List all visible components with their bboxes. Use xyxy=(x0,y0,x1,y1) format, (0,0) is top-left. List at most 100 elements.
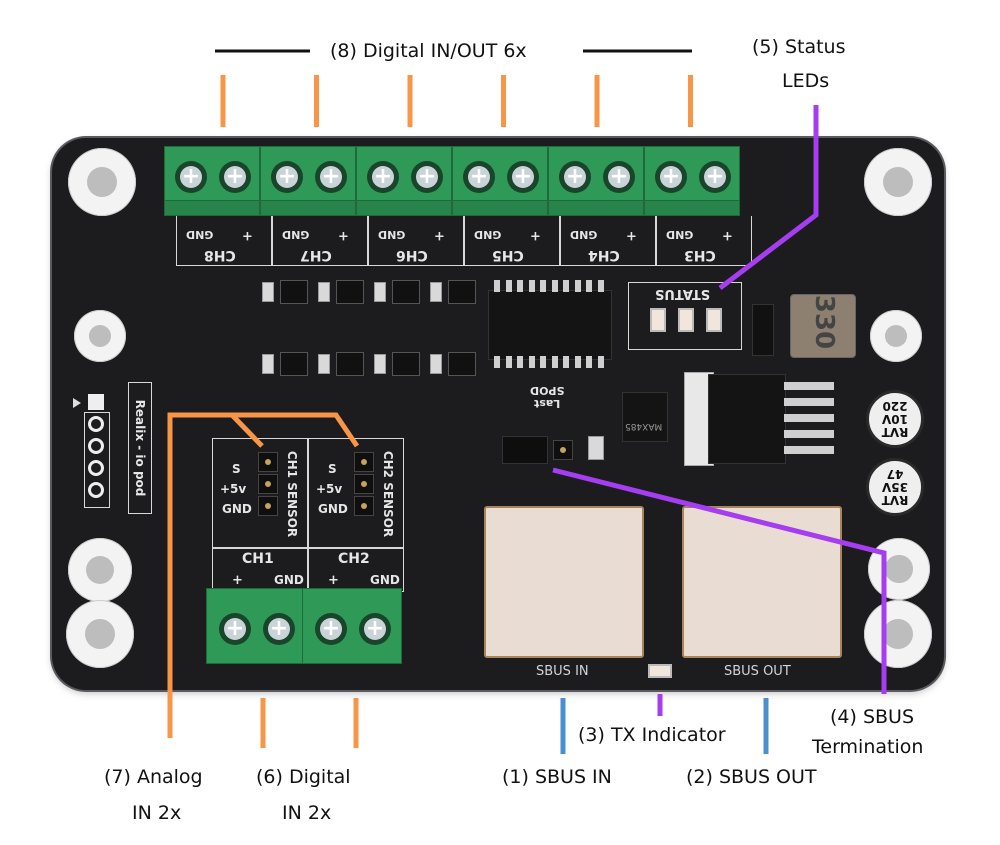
inductor: 330 xyxy=(790,294,856,358)
spod-label-last: Last xyxy=(534,397,561,410)
programming-pin-1 xyxy=(88,394,104,410)
ic-pin xyxy=(517,280,523,292)
io-expander-chip xyxy=(488,290,612,360)
label-digital-in-2: IN 2x xyxy=(282,802,332,824)
transistor xyxy=(336,352,364,376)
inductor-label: 330 xyxy=(809,294,840,350)
screw-terminal-plus[interactable] xyxy=(315,161,347,193)
terminal-block xyxy=(302,588,402,664)
screw-terminal-plus[interactable] xyxy=(219,161,251,193)
terminal-lip xyxy=(549,200,643,215)
sbus-out-port[interactable] xyxy=(682,506,842,658)
gnd-silk: GND xyxy=(666,228,694,241)
status-led-3 xyxy=(706,308,722,332)
channel-silk-label: CH4 xyxy=(588,247,620,263)
terminal-lip xyxy=(165,200,259,215)
rs485-transceiver: MAX485 xyxy=(622,392,668,442)
programming-pin xyxy=(88,460,104,476)
terminal-block xyxy=(644,146,740,216)
mounting-hole xyxy=(868,538,930,600)
terminal-block xyxy=(548,146,644,216)
channel-silk-label: CH7 xyxy=(300,247,332,263)
screw-terminal-gnd[interactable] xyxy=(271,161,303,193)
sensor-pin-label: +5v xyxy=(220,482,247,496)
screw-terminal-gnd[interactable] xyxy=(359,613,391,645)
sensor-pin-label: S xyxy=(328,462,337,476)
sensor-header-pin[interactable] xyxy=(354,474,374,494)
termination-resistor xyxy=(588,436,604,460)
sensor-pin-label: GND xyxy=(318,502,348,516)
bottom-channel-label: CH1 xyxy=(242,551,274,567)
sensor-header-pin[interactable] xyxy=(354,496,374,516)
ic-pin xyxy=(528,280,535,292)
sensor-header-pin[interactable] xyxy=(258,452,278,472)
transistor xyxy=(448,352,476,376)
sbus-in-silk: SBUS IN xyxy=(536,664,589,679)
screw-terminal-plus[interactable] xyxy=(219,613,251,645)
channel-silk-label: CH5 xyxy=(492,247,524,263)
status-led-1 xyxy=(650,308,666,332)
ic-pin xyxy=(586,280,592,292)
resistor xyxy=(262,282,274,302)
ic-pin xyxy=(517,356,523,368)
label-termination-2: Termination xyxy=(812,736,924,758)
status-led-box xyxy=(628,282,742,350)
resistor xyxy=(430,282,442,302)
pin1-marker-icon xyxy=(73,398,81,408)
screw-terminal-gnd[interactable] xyxy=(463,161,495,193)
sensor-header-pin[interactable] xyxy=(258,496,278,516)
terminal-block xyxy=(452,146,548,216)
cap-2-value: 47 xyxy=(886,467,904,481)
label-analog-in-2: IN 2x xyxy=(132,802,182,824)
ic-pin xyxy=(563,280,569,292)
mounting-hole xyxy=(66,600,134,668)
bottom-gnd-silk: GND xyxy=(370,573,400,587)
channel-silk-box xyxy=(176,216,272,266)
sensor-pin-label: S xyxy=(232,462,241,476)
cap-1-value: 220 xyxy=(882,399,908,413)
termination-jumper[interactable] xyxy=(502,436,548,464)
screw-terminal-plus[interactable] xyxy=(699,161,731,193)
status-led-2 xyxy=(678,308,694,332)
plus-silk: + xyxy=(338,228,349,243)
resistor xyxy=(262,354,274,374)
mounting-hole xyxy=(74,310,126,362)
screw-terminal-plus[interactable] xyxy=(411,161,443,193)
channel-silk-label: CH3 xyxy=(684,247,716,263)
mounting-hole xyxy=(870,310,922,362)
label-digital-in-1: (6) Digital xyxy=(256,766,351,788)
programming-header xyxy=(84,412,110,508)
termination-header-pin[interactable] xyxy=(553,440,573,460)
ic-pin xyxy=(597,280,604,292)
sensor-header-pin[interactable] xyxy=(258,474,278,494)
terminal-block xyxy=(260,146,356,216)
channel-silk-label: CH6 xyxy=(396,247,428,263)
gnd-silk: GND xyxy=(378,228,406,241)
screw-terminal-plus[interactable] xyxy=(507,161,539,193)
screw-terminal-gnd[interactable] xyxy=(367,161,399,193)
terminal-block xyxy=(356,146,452,216)
board-title-box xyxy=(128,382,152,514)
transistor xyxy=(336,280,364,304)
screw-terminal-gnd[interactable] xyxy=(559,161,591,193)
channel-silk-box xyxy=(368,216,464,266)
plus-silk: + xyxy=(434,228,445,243)
sbus-in-port[interactable] xyxy=(484,506,644,658)
screw-terminal-plus[interactable] xyxy=(315,613,347,645)
sensor-header-pin[interactable] xyxy=(354,452,374,472)
programming-pin xyxy=(88,482,104,498)
screw-terminal-gnd[interactable] xyxy=(263,613,295,645)
label-termination-1: (4) SBUS xyxy=(830,706,915,728)
label-status-leds-1: (5) Status xyxy=(752,36,846,58)
transistor xyxy=(392,352,420,376)
screw-terminal-gnd[interactable] xyxy=(655,161,687,193)
programming-pin xyxy=(88,438,104,454)
spod-label-spod: SPOD xyxy=(530,384,565,397)
voltage-regulator xyxy=(708,374,786,464)
gnd-silk: GND xyxy=(570,228,598,241)
screw-terminal-gnd[interactable] xyxy=(175,161,207,193)
label-digital-io: (8) Digital IN/OUT 6x xyxy=(330,40,527,62)
gnd-silk: GND xyxy=(474,228,502,241)
screw-terminal-plus[interactable] xyxy=(603,161,635,193)
